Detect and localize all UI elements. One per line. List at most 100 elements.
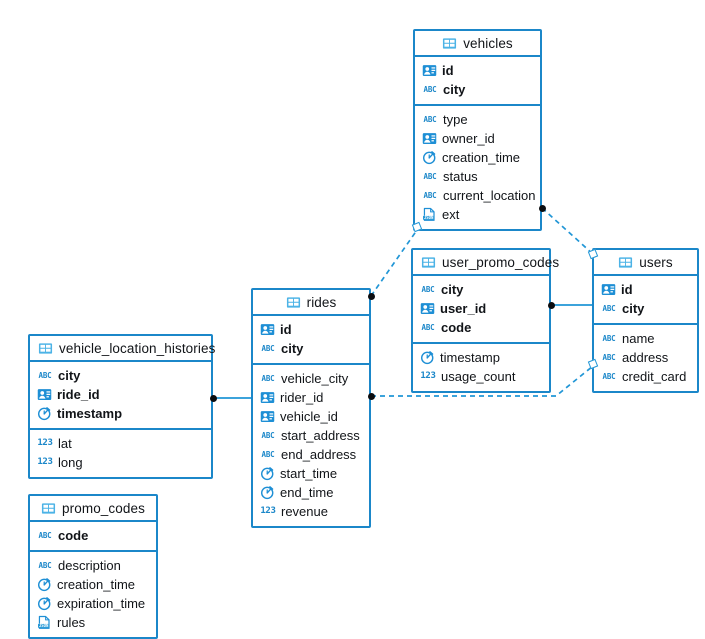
primary-key-row[interactable]: ABC code [413, 318, 549, 337]
primary-key-row[interactable]: id [415, 61, 540, 80]
clock-icon [37, 577, 52, 592]
table-header-vehicle_location_histories[interactable]: vehicle_location_histories [30, 336, 215, 362]
abc-type-icon: ABC [421, 285, 435, 294]
column-row[interactable]: vehicle_id [253, 407, 369, 426]
table-icon [38, 341, 53, 356]
primary-key-row[interactable]: user_id [413, 299, 549, 318]
table-icon [41, 501, 56, 516]
abc-type-icon: ABC [421, 323, 435, 332]
primary-key-row[interactable]: timestamp [30, 404, 211, 423]
table-header-users[interactable]: users [594, 250, 697, 276]
number-type-icon: 123 [260, 506, 276, 516]
column-name: city [58, 368, 81, 383]
column-name: current_location [443, 188, 536, 203]
column-row[interactable]: creation_time [415, 148, 540, 167]
column-name: type [443, 112, 468, 127]
column-row[interactable]: end_time [253, 483, 369, 502]
column-row[interactable]: creation_time [30, 575, 156, 594]
json-icon: JSON [422, 207, 437, 222]
table-header-vehicles[interactable]: vehicles [415, 31, 540, 57]
column-name: owner_id [442, 131, 495, 146]
column-name: usage_count [441, 369, 516, 384]
column-name: ride_id [57, 387, 100, 402]
column-name: expiration_time [57, 596, 146, 611]
column-name: end_time [280, 485, 334, 500]
column-row[interactable]: timestamp [413, 348, 549, 367]
primary-key-row[interactable]: id [594, 280, 697, 299]
abc-type-icon: ABC [423, 172, 437, 181]
column-name: description [58, 558, 121, 573]
abc-type-icon: ABC [602, 353, 616, 362]
id-card-icon [422, 63, 437, 78]
relationship-endpoint-dot [547, 301, 555, 309]
id-card-icon [422, 131, 437, 146]
column-name: credit_card [622, 369, 687, 384]
column-row[interactable]: owner_id [415, 129, 540, 148]
column-name: timestamp [440, 350, 500, 365]
table-header-promo_codes[interactable]: promo_codes [30, 496, 156, 522]
primary-key-row[interactable]: id [253, 320, 369, 339]
table-title: promo_codes [62, 500, 145, 516]
number-type-icon: 123 [37, 457, 53, 467]
relationship-endpoint-dot [209, 394, 217, 402]
column-name: code [441, 320, 472, 335]
column-name: city [443, 82, 466, 97]
table-icon [618, 255, 633, 270]
clock-icon [422, 150, 437, 165]
clock-icon [37, 596, 52, 611]
abc-type-icon: ABC [602, 304, 616, 313]
number-type-icon: 123 [37, 438, 53, 448]
table-icon [421, 255, 436, 270]
svg-text:JSON: JSON [39, 623, 49, 628]
column-name: id [442, 63, 454, 78]
clock-icon [260, 466, 275, 481]
column-row[interactable]: expiration_time [30, 594, 156, 613]
abc-type-icon: ABC [602, 372, 616, 381]
column-name: user_id [440, 301, 487, 316]
table-header-user_promo_codes[interactable]: user_promo_codes [413, 250, 559, 276]
column-name: code [58, 528, 89, 543]
column-name: id [621, 282, 633, 297]
column-row[interactable]: start_time [253, 464, 369, 483]
primary-key-row[interactable]: ride_id [30, 385, 211, 404]
table-icon [286, 295, 301, 310]
table-title: vehicle_location_histories [59, 340, 216, 356]
column-row[interactable]: 123 lat [30, 434, 211, 453]
table-header-rides[interactable]: rides [253, 290, 369, 316]
column-name: lat [58, 436, 72, 451]
column-row[interactable]: ABC credit_card [594, 367, 697, 386]
column-row[interactable]: rider_id [253, 388, 369, 407]
